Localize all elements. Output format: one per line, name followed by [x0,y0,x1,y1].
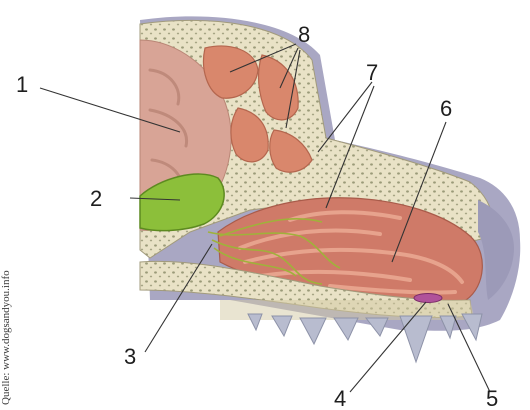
label-6: 6 [440,96,452,121]
label-7: 7 [366,60,378,85]
label-4: 4 [334,386,346,410]
label-1: 1 [16,72,28,97]
label-8: 8 [298,22,310,47]
source-credit: Quelle: www.dogsandyou.info [0,185,12,405]
label-5: 5 [486,386,498,410]
label-3: 3 [124,344,136,369]
vomeronasal-organ [414,294,442,303]
label-2: 2 [90,186,102,211]
